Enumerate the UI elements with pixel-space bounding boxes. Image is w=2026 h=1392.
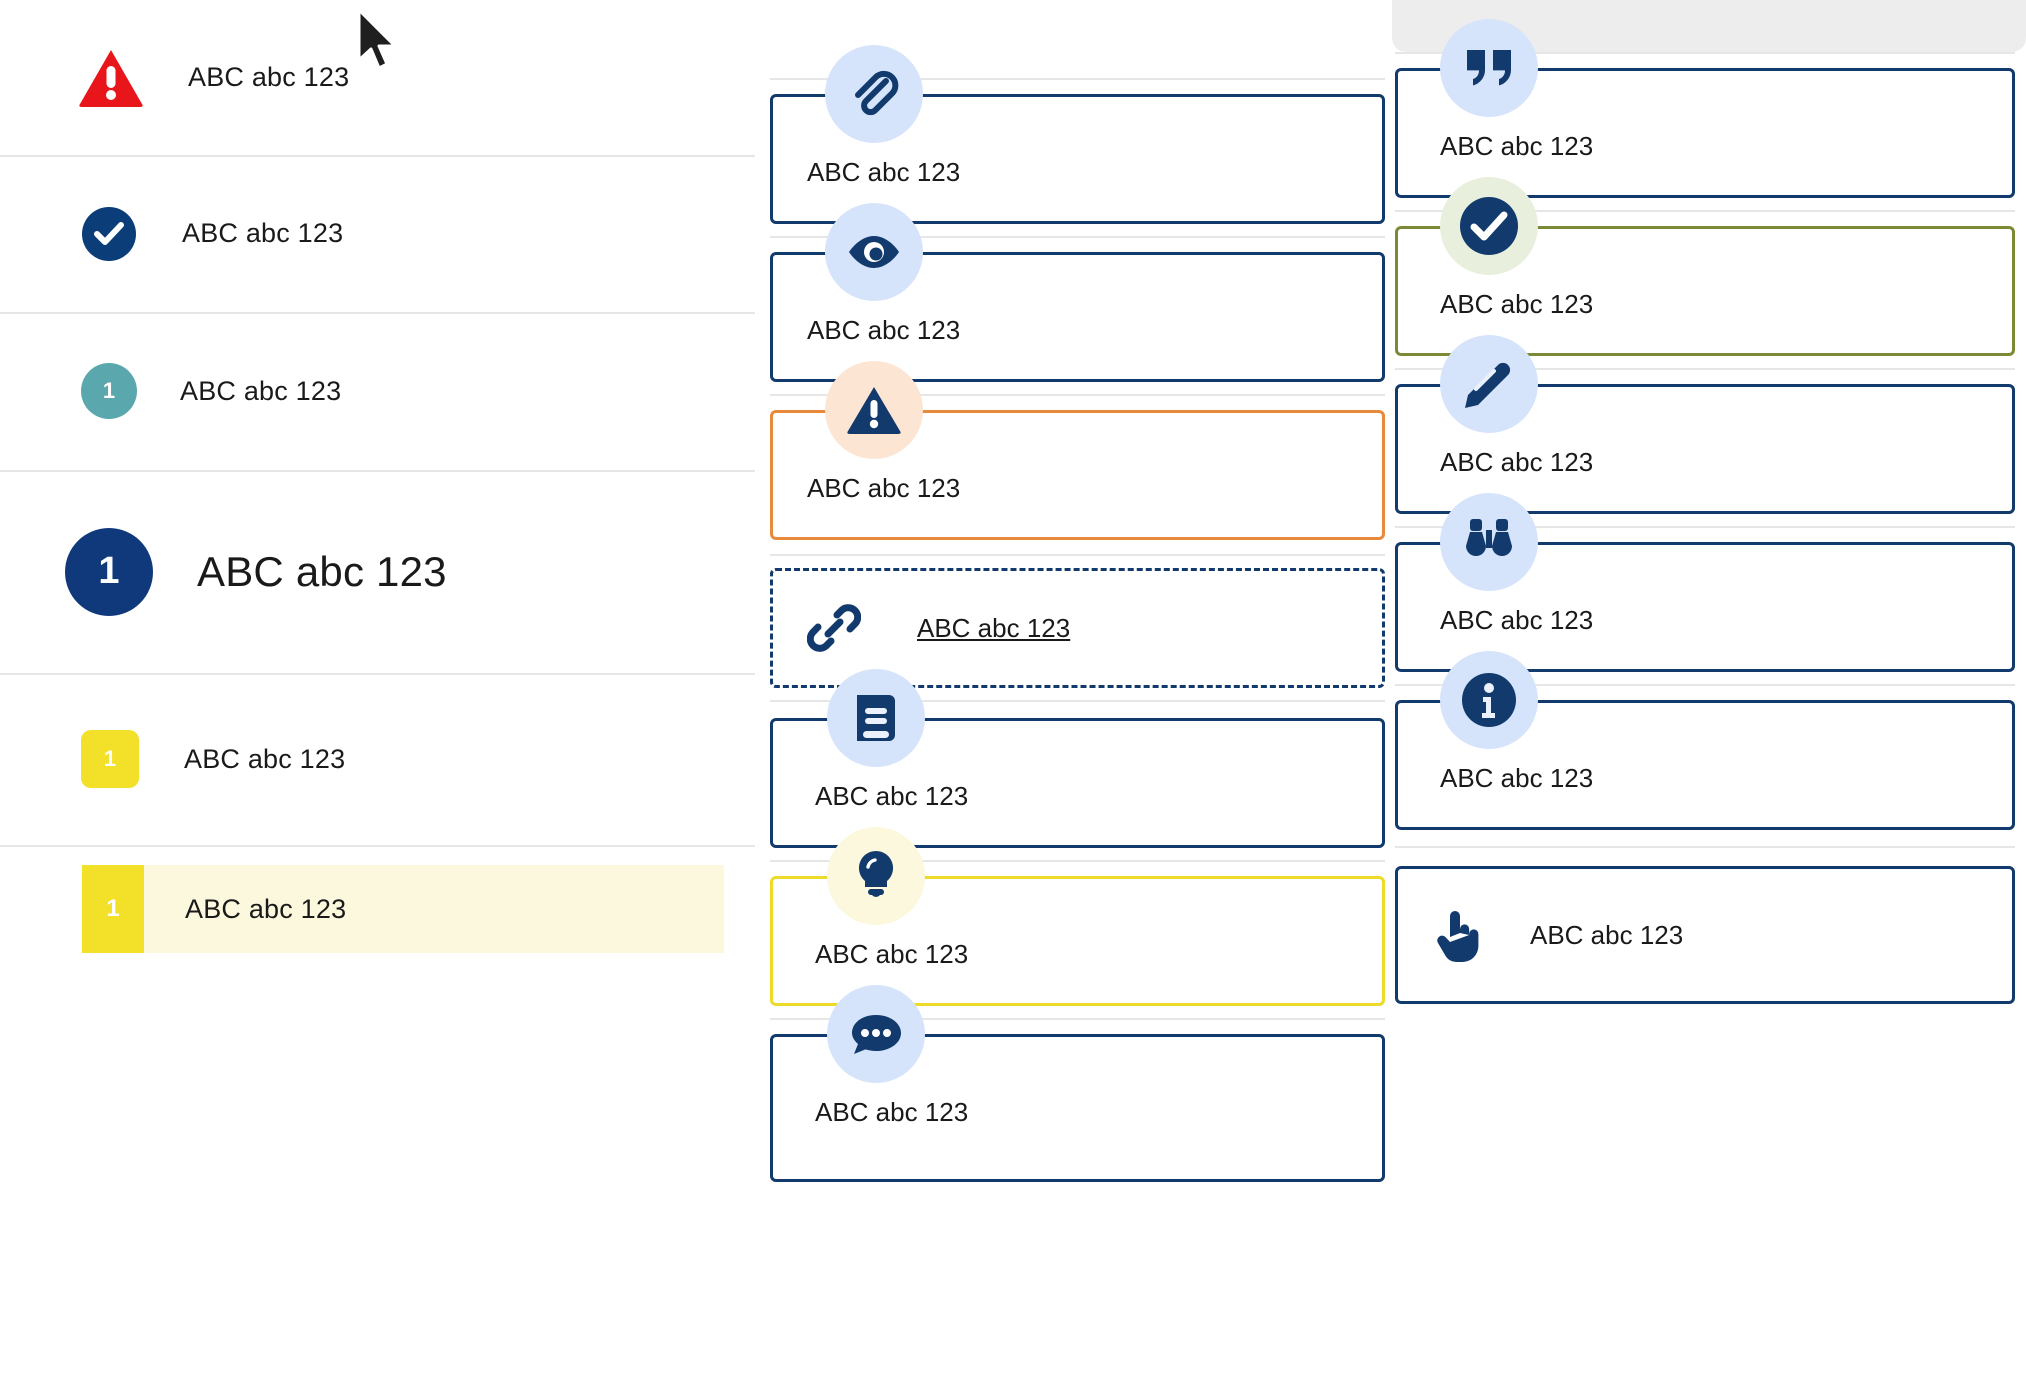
card-glossary-wrap: ABC abc 123 xyxy=(770,669,1385,848)
number-square-flat-icon: 1 xyxy=(82,865,144,953)
selected-row-background xyxy=(82,865,724,953)
card-attachment-wrap: ABC abc 123 xyxy=(770,45,1385,224)
card-tip-wrap: ABC abc 123 xyxy=(770,827,1385,1006)
sidebar-item-label: ABC abc 123 xyxy=(180,375,342,406)
lightbulb-icon xyxy=(827,827,925,925)
divider xyxy=(0,673,755,675)
card-info-wrap: ABC abc 123 xyxy=(1395,651,2015,830)
divider xyxy=(0,845,755,847)
sidebar-item-step-teal[interactable]: 1 ABC abc 123 xyxy=(0,312,755,470)
divider xyxy=(1395,684,2015,686)
card-visibility[interactable]: ABC abc 123 xyxy=(770,203,1385,382)
divider xyxy=(0,470,755,472)
card-observe-wrap: ABC abc 123 xyxy=(1395,493,2015,672)
badge-number: 1 xyxy=(106,895,120,922)
card-label: ABC abc 123 xyxy=(1440,447,1594,477)
card-observe[interactable]: ABC abc 123 xyxy=(1395,493,2015,672)
hand-pointer-icon xyxy=(1432,907,1484,963)
card-info[interactable]: ABC abc 123 xyxy=(1395,651,2015,830)
sidebar: ABC abc 123 ABC abc 123 1 ABC abc xyxy=(0,0,755,1392)
card-label: ABC abc 123 xyxy=(815,1097,969,1127)
card-success-wrap: ABC abc 123 xyxy=(1395,177,2015,356)
sidebar-item-step-yellow[interactable]: 1 ABC abc 123 xyxy=(0,673,755,845)
card-label: ABC abc 123 xyxy=(807,157,961,187)
card-success[interactable]: ABC abc 123 xyxy=(1395,177,2015,356)
card-label: ABC abc 123 xyxy=(807,473,961,503)
card-label: ABC abc 123 xyxy=(807,315,961,345)
divider xyxy=(770,860,1385,862)
card-label: ABC abc 123 xyxy=(1440,131,1594,161)
info-circle-icon xyxy=(1440,651,1538,749)
divider xyxy=(1395,846,2015,848)
sidebar-item-label: ABC abc 123 xyxy=(185,893,347,924)
sidebar-item-alert-success[interactable]: ABC abc 123 xyxy=(0,155,755,312)
sidebar-item-step-yellow-selected[interactable]: 1 ABC abc 123 xyxy=(0,845,755,973)
divider xyxy=(0,155,755,157)
card-edit[interactable]: ABC abc 123 xyxy=(1395,335,2015,514)
card-edit-wrap: ABC abc 123 xyxy=(1395,335,2015,514)
divider xyxy=(1395,526,2015,528)
chain-link-icon xyxy=(807,601,861,655)
card-label: ABC abc 123 xyxy=(815,939,969,969)
number-square-icon: 1 xyxy=(81,730,139,788)
check-circle-icon xyxy=(82,206,136,261)
card-link-wrap: ABC abc 123 xyxy=(770,556,1385,688)
card-comment-wrap: ABC abc 123 xyxy=(770,985,1385,1182)
card-label: ABC abc 123 xyxy=(1440,289,1594,319)
card-comment[interactable]: ABC abc 123 xyxy=(770,985,1385,1182)
divider xyxy=(770,78,1385,80)
eye-icon xyxy=(825,203,923,301)
card-quote[interactable]: ABC abc 123 xyxy=(1395,19,2015,198)
divider xyxy=(770,1018,1385,1020)
warning-triangle-icon xyxy=(825,361,923,459)
card-attachment[interactable]: ABC abc 123 xyxy=(770,45,1385,224)
card-action-wrap: ABC abc 123 xyxy=(1395,848,2015,1004)
speech-bubble-icon xyxy=(827,985,925,1083)
card-link[interactable]: ABC abc 123 xyxy=(770,568,1385,688)
divider xyxy=(770,700,1385,702)
card-label: ABC abc 123 xyxy=(1440,605,1594,635)
divider xyxy=(0,312,755,314)
right-card-column: ABC abc 123 ABC abc 123 xyxy=(1395,0,2015,1004)
divider xyxy=(770,236,1385,238)
card-glossary[interactable]: ABC abc 123 xyxy=(770,669,1385,848)
divider xyxy=(770,554,1385,556)
divider xyxy=(1395,210,2015,212)
card-tip[interactable]: ABC abc 123 xyxy=(770,827,1385,1006)
sidebar-item-label: ABC abc 123 xyxy=(182,218,344,248)
badge-number: 1 xyxy=(102,378,116,403)
card-label: ABC abc 123 xyxy=(1530,919,1684,950)
pencil-icon xyxy=(1440,335,1538,433)
number-circle-large-icon: 1 xyxy=(65,527,153,616)
badge-number: 1 xyxy=(98,550,120,592)
quote-icon xyxy=(1440,19,1538,117)
card-label[interactable]: ABC abc 123 xyxy=(917,612,1071,643)
divider xyxy=(770,394,1385,396)
card-visibility-wrap: ABC abc 123 xyxy=(770,203,1385,382)
middle-card-column: ABC abc 123 ABC abc 123 xyxy=(770,0,1385,1182)
paperclip-icon xyxy=(825,45,923,143)
card-label: ABC abc 123 xyxy=(815,781,969,811)
divider xyxy=(1395,52,2015,54)
badge-number: 1 xyxy=(103,746,117,771)
card-label: ABC abc 123 xyxy=(1440,763,1594,793)
binoculars-icon xyxy=(1440,493,1538,591)
number-circle-icon: 1 xyxy=(81,363,137,419)
card-quote-wrap: ABC abc 123 xyxy=(1395,19,2015,198)
sidebar-item-label: ABC abc 123 xyxy=(188,62,350,92)
sidebar-item-alert-error[interactable]: ABC abc 123 xyxy=(0,0,755,155)
sidebar-item-label: ABC abc 123 xyxy=(184,743,346,774)
check-circle-icon xyxy=(1440,177,1538,275)
book-icon xyxy=(827,669,925,767)
sidebar-item-step-navy-large[interactable]: 1 ABC abc 123 xyxy=(0,470,755,673)
card-action[interactable]: ABC abc 123 xyxy=(1395,866,2015,1004)
warning-triangle-icon xyxy=(78,48,144,108)
divider xyxy=(1395,368,2015,370)
mouse-cursor xyxy=(356,8,402,74)
card-warning[interactable]: ABC abc 123 xyxy=(770,361,1385,540)
card-warning-wrap: ABC abc 123 xyxy=(770,361,1385,540)
sidebar-item-label: ABC abc 123 xyxy=(197,547,447,595)
